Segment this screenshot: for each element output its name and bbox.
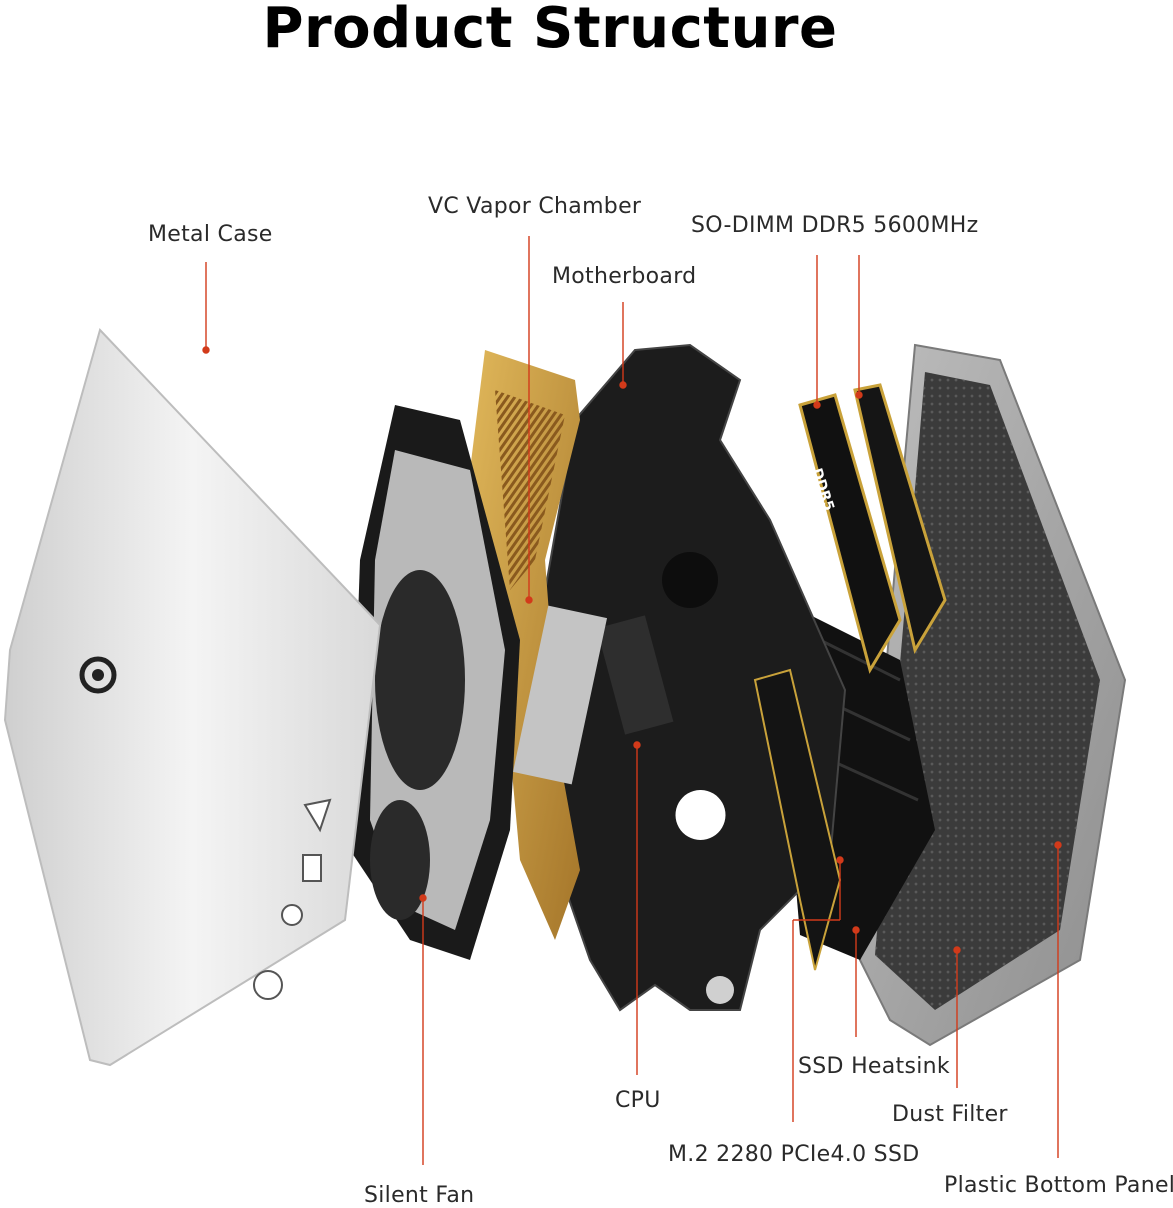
- silent-fan: [350, 405, 520, 960]
- label-cpu: CPU: [615, 1088, 661, 1113]
- metal-case: [3, 328, 382, 1067]
- label-dust-filter: Dust Filter: [892, 1102, 1008, 1127]
- label-ssd: M.2 2280 PCIe4.0 SSD: [668, 1142, 920, 1167]
- ssd-module: [753, 668, 842, 971]
- page-title: Product Structure: [262, 0, 838, 61]
- label-silent-fan: Silent Fan: [364, 1183, 475, 1208]
- label-plastic-bottom-panel: Plastic Bottom Panel: [944, 1173, 1173, 1198]
- label-ram: SO-DIMM DDR5 5600MHz: [691, 213, 979, 238]
- dust-filter: [875, 372, 1100, 1010]
- motherboard: [538, 343, 847, 1012]
- label-ssd-heatsink: SSD Heatsink: [798, 1054, 950, 1079]
- vc-vapor-chamber: [470, 350, 608, 940]
- ram-modules: DDR5 SODIMM: [793, 383, 947, 674]
- logo-icon: [79, 656, 117, 694]
- label-vc-vapor-chamber: VC Vapor Chamber: [428, 194, 642, 219]
- label-metal-case: Metal Case: [148, 222, 273, 247]
- leader-lines: [202, 236, 1062, 1165]
- label-motherboard: Motherboard: [552, 264, 697, 289]
